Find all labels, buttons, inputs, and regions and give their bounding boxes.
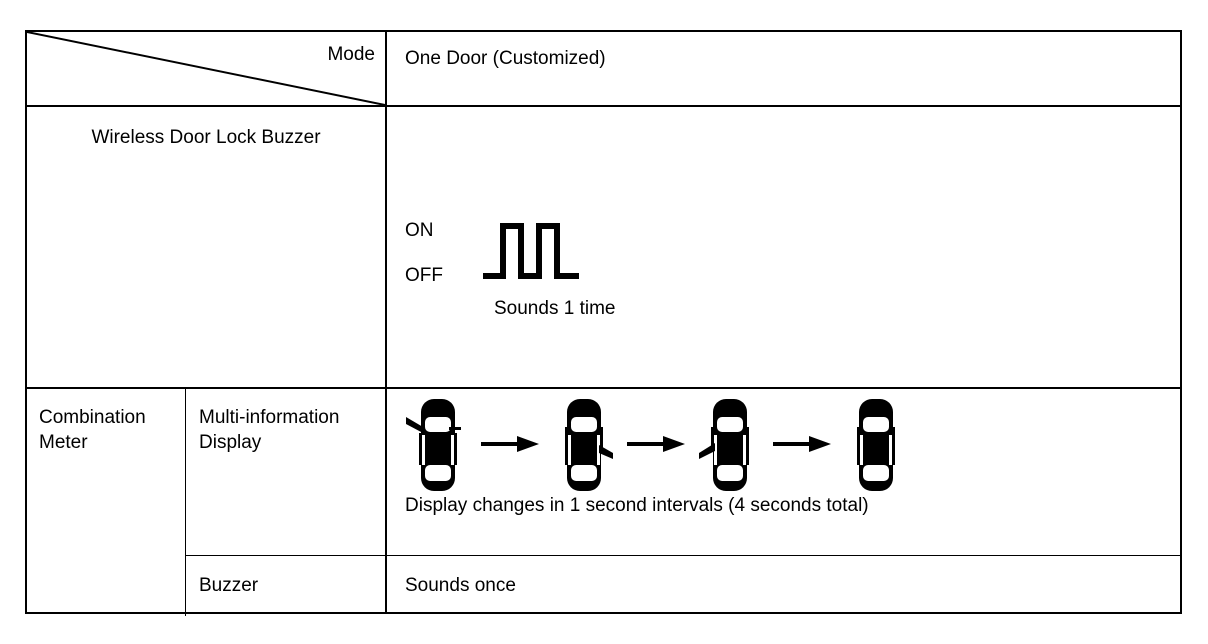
header-mode-value-cell: One Door (Customized) <box>387 32 1182 105</box>
diagonal-divider-line <box>27 32 385 105</box>
car-front-left-door-open-icon <box>405 397 471 493</box>
col-divider-main <box>385 32 387 612</box>
row-divider-mid-buzzer <box>185 555 1180 556</box>
buzzer-value-cell: Sounds once <box>387 557 1182 614</box>
car-all-doors-closed-icon <box>843 397 909 493</box>
wireless-door-lock-buzzer-label: Wireless Door Lock Buzzer <box>91 127 321 148</box>
multi-information-display-label: Multi-information Display <box>199 407 340 453</box>
wireless-door-lock-buzzer-label-cell: Wireless Door Lock Buzzer <box>27 107 385 387</box>
waveform-caption: Sounds 1 time <box>494 298 616 319</box>
header-corner-cell: Mode <box>27 32 385 105</box>
arrow-right-icon-1 <box>481 433 543 455</box>
arrow-right-icon-2 <box>627 433 689 455</box>
combination-meter-label: Combination Meter <box>39 407 146 453</box>
row-divider-buzzer-section <box>27 387 1180 389</box>
multi-information-display-label-cell: Multi-information Display <box>187 389 385 555</box>
arrow-right-icon-3 <box>773 433 835 455</box>
buzzer-value-text: Sounds once <box>405 575 516 596</box>
buzzer-label: Buzzer <box>199 575 259 596</box>
header-mode-label: Mode <box>327 44 375 65</box>
car-rear-right-door-open-icon <box>551 397 617 493</box>
buzzer-label-cell: Buzzer <box>187 557 385 614</box>
car-sequence-caption: Display changes in 1 second intervals (4… <box>405 495 869 516</box>
wireless-door-lock-buzzer-body-cell: ON OFF Sounds 1 time <box>387 107 1182 387</box>
waveform-pulse-icon <box>483 223 579 279</box>
multi-information-display-body-cell: Display changes in 1 second intervals (4… <box>387 389 1182 555</box>
car-rear-left-door-open-icon <box>697 397 763 493</box>
specification-table: Mode One Door (Customized) Wireless Door… <box>25 30 1182 616</box>
mode-value-text: One Door (Customized) <box>405 48 606 69</box>
combination-meter-label-cell: Combination Meter <box>27 389 185 614</box>
car-display-sequence <box>405 397 1165 497</box>
waveform-off-label: OFF <box>405 265 443 286</box>
waveform-on-label: ON <box>405 220 434 241</box>
buzzer-waveform-diagram: ON OFF Sounds 1 time <box>405 220 825 360</box>
col-divider-combi <box>185 387 186 616</box>
row-divider-header <box>27 105 1180 107</box>
